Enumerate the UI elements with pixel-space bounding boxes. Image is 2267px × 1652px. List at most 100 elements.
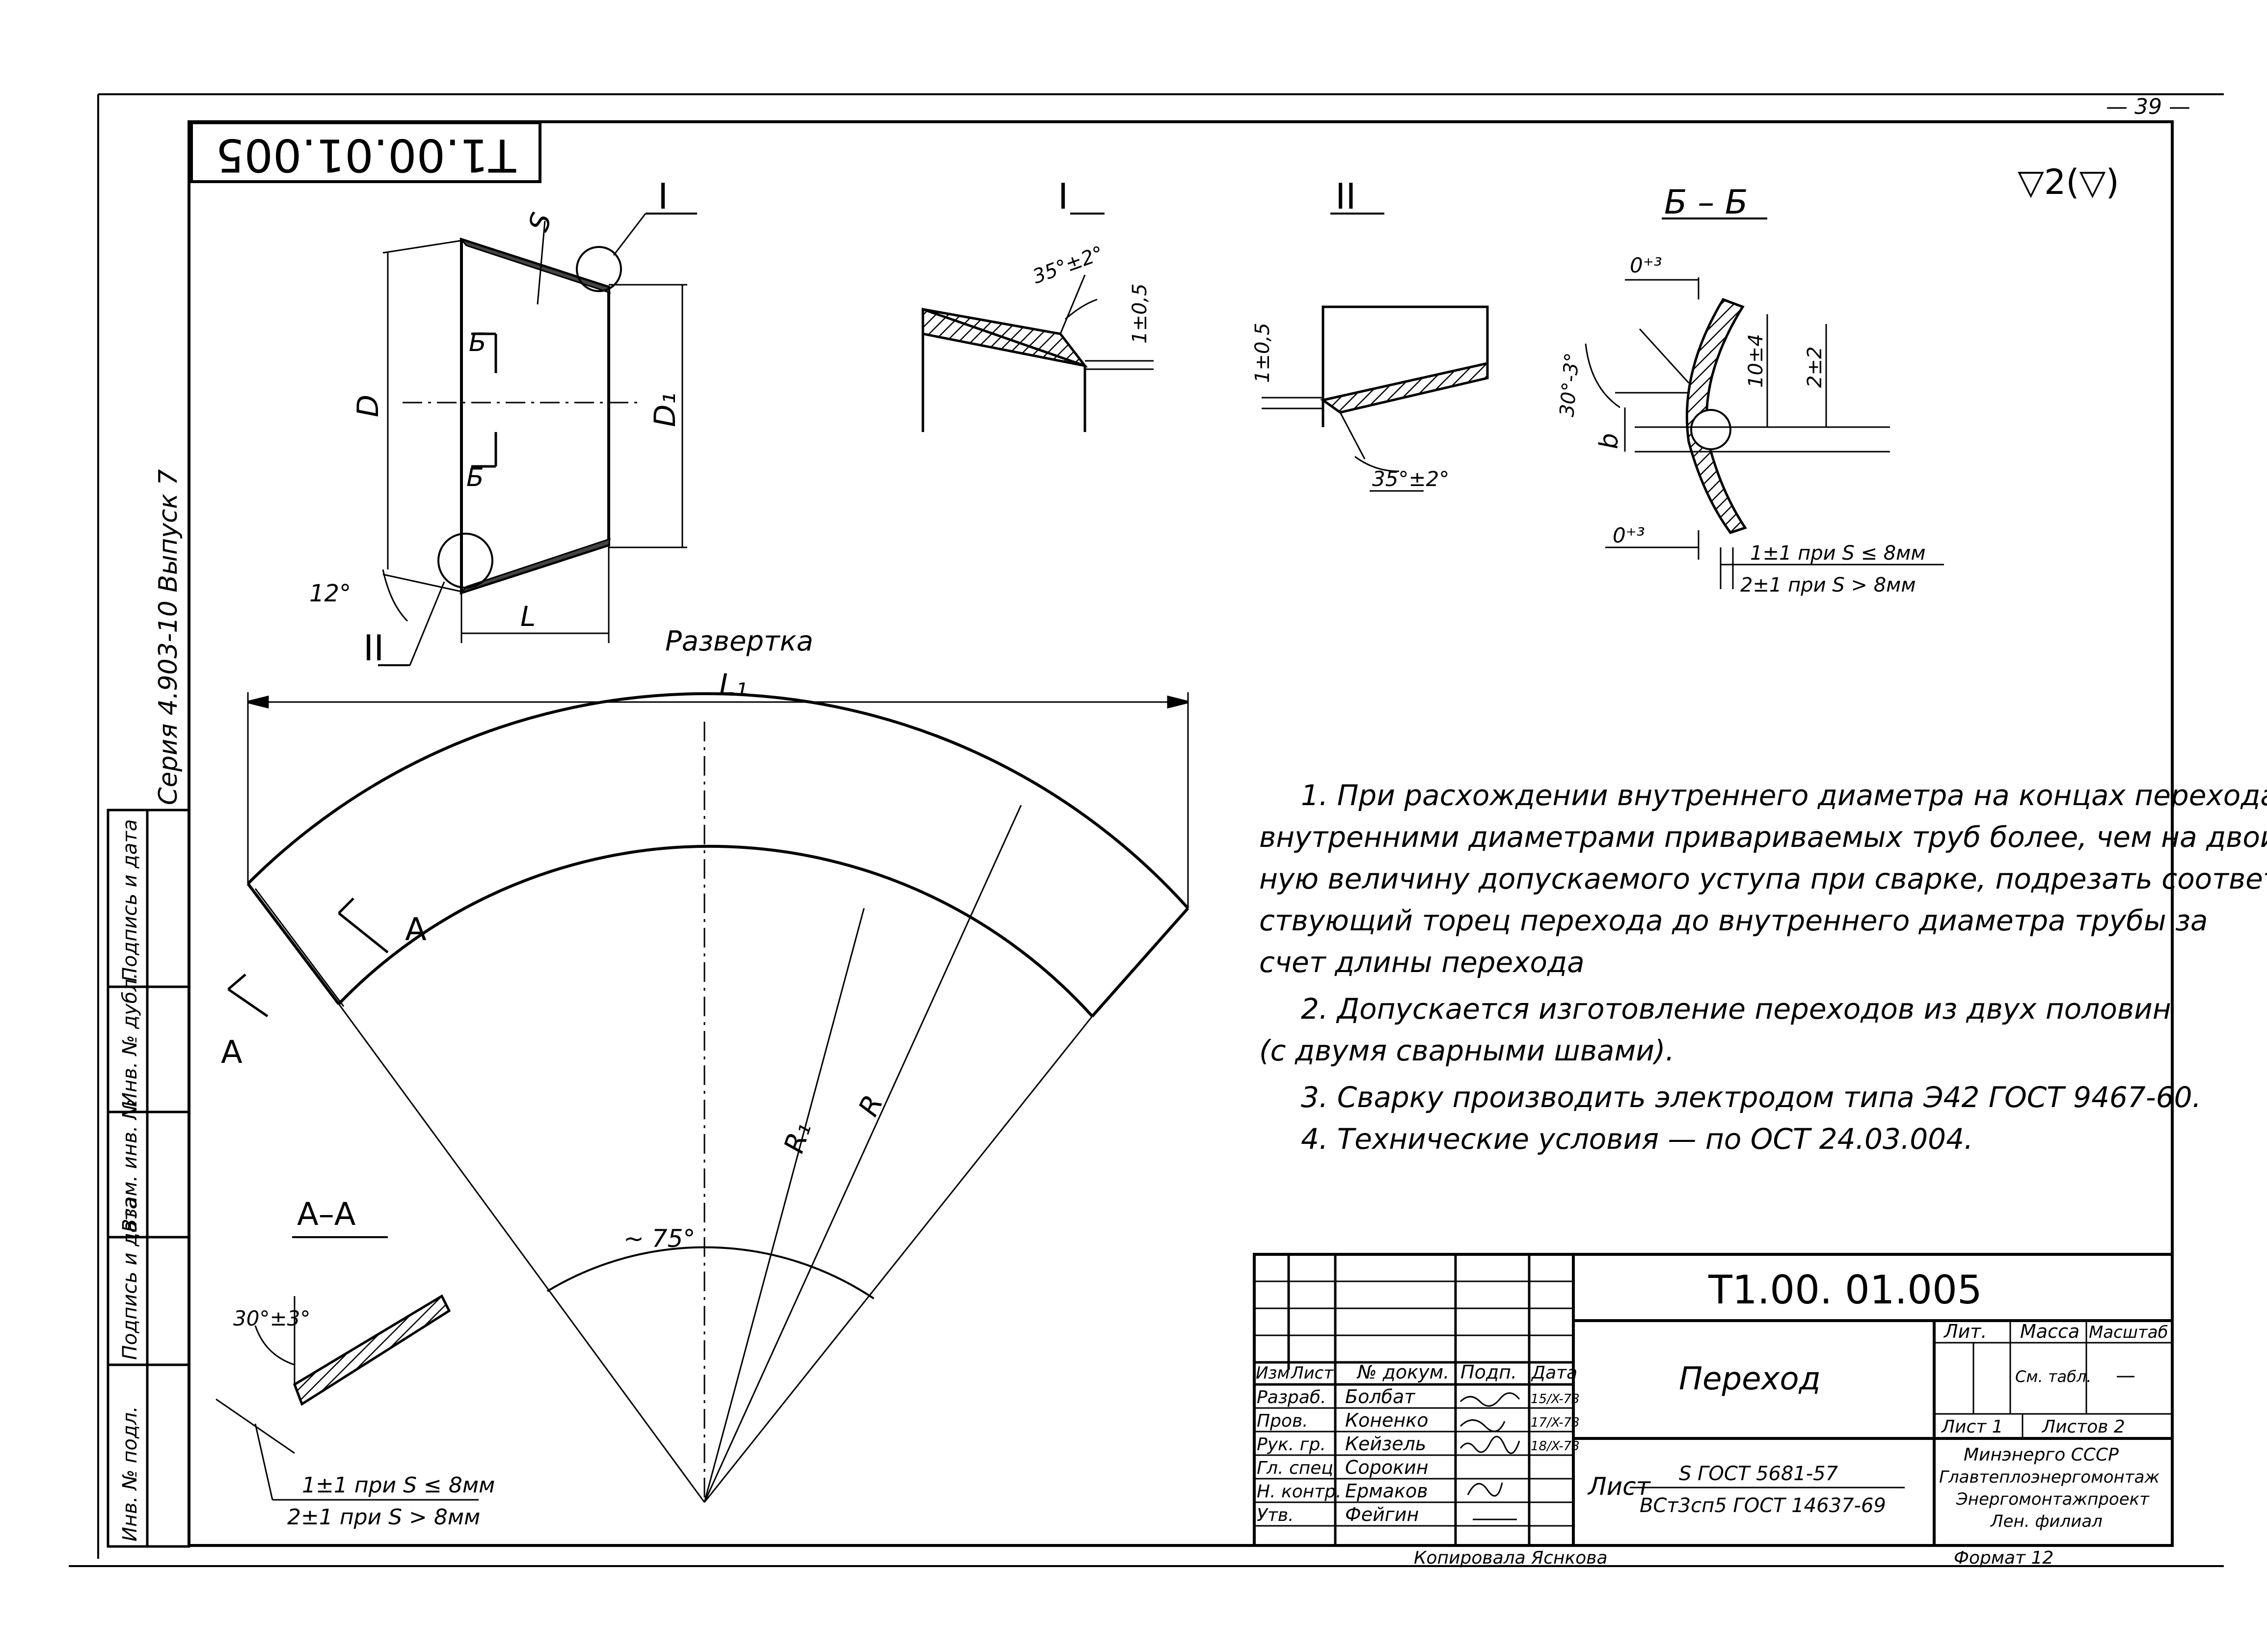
section-BB-note-1: 1±1 при S ≤ 8мм xyxy=(1750,542,1926,565)
section-AA-title: А–А xyxy=(297,1196,356,1233)
row-name-0: Болбат xyxy=(1345,1386,1416,1408)
row-name-5: Фейгин xyxy=(1345,1504,1419,1525)
row-role-0: Разраб. xyxy=(1257,1387,1326,1408)
section-BB-note-2: 2±1 при S > 8мм xyxy=(1740,574,1916,596)
section-mark-b-bottom: Б xyxy=(466,463,484,492)
strip-label-podpis-2: Подпись и дата xyxy=(119,819,141,982)
surface-finish-mark: ▽2(▽) xyxy=(2018,162,2119,202)
sheet-label: Лист 1 xyxy=(1941,1417,2003,1437)
dim-S: S xyxy=(522,209,558,236)
detail-II xyxy=(1262,213,1489,492)
row-date-1: 17/X-73 xyxy=(1531,1415,1580,1430)
sheets-label: Листов 2 xyxy=(2041,1417,2125,1437)
detail-I xyxy=(921,213,1154,432)
note-line-1: 1. При расхождении внутреннего диаметра … xyxy=(1301,779,2267,812)
detail-I-title: I xyxy=(1058,176,1068,217)
detail-I-angle: 35°±2° xyxy=(1030,242,1107,288)
dim-L1: L₁ xyxy=(719,668,747,702)
header-podp: Подп. xyxy=(1460,1361,1517,1383)
dim-R: R xyxy=(853,1090,890,1121)
row-role-1: Пров. xyxy=(1257,1411,1308,1431)
row-role-3: Гл. спец. xyxy=(1257,1458,1339,1478)
stamp-code: Т1.00.01.005 xyxy=(216,129,516,182)
scale-label: Масштаб xyxy=(2089,1323,2168,1342)
row-name-2: Кейзель xyxy=(1345,1433,1426,1455)
detail-II-angle: 35°±2° xyxy=(1372,467,1449,491)
org-line-1: Минэнерго СССР xyxy=(1964,1445,2119,1465)
section-BB-top-gap: 0⁺³ xyxy=(1630,253,1662,277)
material-1: S ГОСТ 5681-57 xyxy=(1679,1462,1838,1485)
org-line-4: Лен. филиал xyxy=(1990,1512,2103,1531)
title-block xyxy=(1253,1253,2174,1547)
material-2: ВСт3сп5 ГОСТ 14637-69 xyxy=(1640,1494,1886,1517)
signatures xyxy=(1459,1392,1520,1520)
section-BB-bottom-gap: 0⁺³ xyxy=(1613,523,1645,547)
header-izm: Изм xyxy=(1256,1363,1290,1383)
section-AA-note-2: 2±1 при S > 8мм xyxy=(287,1505,480,1530)
section-mark-A-upper: А xyxy=(405,912,427,948)
detail-II-title: II xyxy=(1335,176,1356,217)
section-BB-dim-10: 10±4 xyxy=(1745,334,1767,388)
title-name: Переход xyxy=(1679,1361,1821,1397)
section-AA-angle: 30°±3° xyxy=(233,1306,310,1330)
notes: 1. При расхождении внутреннего диаметра … xyxy=(1259,779,2267,1156)
development-title: Развертка xyxy=(665,625,813,657)
note-line-5: счет длины перехода xyxy=(1259,946,1585,979)
section-AA-note-1: 1±1 при S ≤ 8мм xyxy=(302,1473,495,1498)
development-angle: ~ 75° xyxy=(623,1224,695,1253)
row-name-1: Коненко xyxy=(1345,1409,1429,1431)
section-mark-b-top: Б xyxy=(469,328,486,357)
strip-label-podpis-1: Подпись и дата xyxy=(119,1197,141,1360)
lit-label: Лит. xyxy=(1943,1321,1987,1342)
dim-L: L xyxy=(520,601,536,633)
row-date-2: 18/X-73 xyxy=(1531,1439,1580,1454)
detail-II-dim: 1±0,5 xyxy=(1251,323,1274,383)
row-name-4: Ермаков xyxy=(1345,1480,1428,1502)
note-line-6: 2. Допускается изготовление переходов из… xyxy=(1301,992,2171,1026)
note-line-2: внутренними диаметрами привариваемых тру… xyxy=(1259,820,2267,854)
strip-label-inv-dubl: Инв. № дубл. xyxy=(119,973,141,1107)
row-name-3: Сорокин xyxy=(1345,1457,1429,1478)
main-view xyxy=(378,213,697,666)
row-role-4: Н. контр. xyxy=(1257,1482,1342,1502)
detail-I-dim: 1±0,5 xyxy=(1129,283,1151,344)
mass-value: См. табл. xyxy=(2015,1367,2091,1386)
section-BB-b: b xyxy=(1594,433,1624,449)
left-strip xyxy=(107,809,190,1548)
dim-R1: R₁ xyxy=(778,1118,818,1157)
section-BB-title: Б – Б xyxy=(1664,183,1748,222)
section-BB-dim-2: 2±2 xyxy=(1804,347,1826,388)
header-list: Лист xyxy=(1290,1363,1334,1383)
note-line-4: ствующий торец перехода до внутреннего д… xyxy=(1259,904,2208,937)
angle-12: 12° xyxy=(309,580,351,607)
detail-mark-II: II xyxy=(363,627,384,669)
scale-value: — xyxy=(2116,1364,2135,1387)
title-code: Т1.00. 01.005 xyxy=(1708,1267,1982,1313)
copied-by: Копировала Яснкова xyxy=(1414,1548,1608,1568)
section-BB-angle: 30°-3° xyxy=(1556,352,1584,418)
strip-label-vzam: Взам. инв. № xyxy=(119,1099,141,1232)
row-role-2: Рук. гр. xyxy=(1257,1435,1326,1455)
mass-label: Масса xyxy=(2020,1321,2079,1342)
section-mark-A-lower: А xyxy=(221,1034,243,1071)
stamp-box: Т1.00.01.005 xyxy=(190,121,541,183)
detail-mark-I: I xyxy=(658,176,668,217)
dim-D1: D₁ xyxy=(648,393,682,427)
note-line-8: 3. Сварку производить электродом типа Э4… xyxy=(1301,1081,2201,1114)
strip-label-inv-podl: Инв. № подл. xyxy=(119,1406,141,1542)
dim-D: D xyxy=(351,395,385,417)
header-doc: № докум. xyxy=(1356,1361,1449,1383)
material-prefix: Лист xyxy=(1587,1472,1651,1501)
series-label: Серия 4.903-10 Выпуск 7 xyxy=(154,469,183,805)
row-date-0: 15/X-73 xyxy=(1531,1392,1580,1407)
note-line-7: (с двумя сварными швами). xyxy=(1259,1034,1674,1067)
org-line-3: Энергомонтажпроект xyxy=(1956,1490,2150,1509)
section-BB xyxy=(1585,217,1944,589)
page-number: — 39 — xyxy=(2106,94,2190,119)
development xyxy=(227,692,1189,1503)
note-line-3: ную величину допускаемого уступа при сва… xyxy=(1259,862,2267,895)
note-line-9: 4. Технические условия — по ОСТ 24.03.00… xyxy=(1301,1122,1973,1156)
header-date: Дата xyxy=(1531,1363,1577,1383)
format-label: Формат 12 xyxy=(1954,1548,2053,1568)
